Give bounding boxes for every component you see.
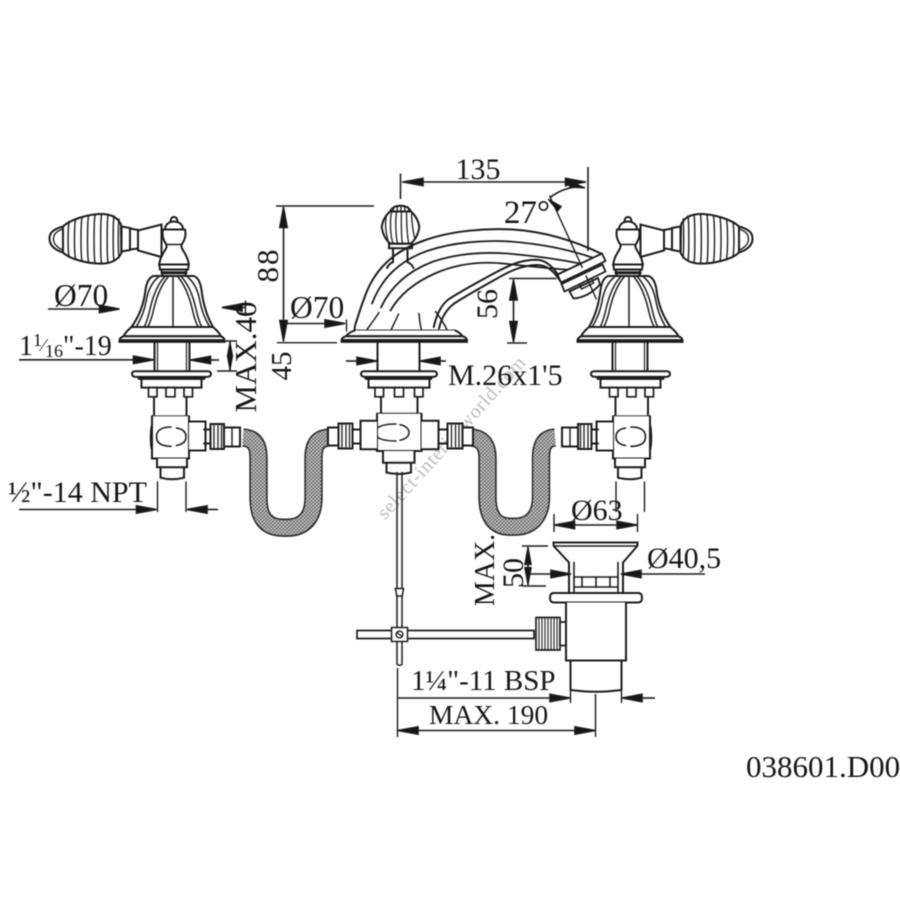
svg-text:038601.D00: 038601.D00 xyxy=(746,749,900,784)
svg-text:50: 50 xyxy=(497,558,530,588)
svg-text:M.26x1'5: M.26x1'5 xyxy=(448,359,563,392)
svg-text:Ø70: Ø70 xyxy=(290,290,344,325)
svg-text:11⁄16"-19: 11⁄16"-19 xyxy=(19,330,112,362)
svg-text:56: 56 xyxy=(471,289,504,319)
svg-text:Ø70: Ø70 xyxy=(54,278,108,313)
svg-text:Ø63: Ø63 xyxy=(571,494,623,527)
svg-text:1¼"-11 BSP: 1¼"-11 BSP xyxy=(411,665,556,697)
svg-text:MAX.40: MAX.40 xyxy=(228,301,263,412)
svg-text:Ø40,5: Ø40,5 xyxy=(647,542,721,575)
svg-text:88: 88 xyxy=(250,248,285,283)
svg-text:½"-14 NPT: ½"-14 NPT xyxy=(8,476,147,509)
svg-text:MAX. 190: MAX. 190 xyxy=(429,699,548,730)
svg-text:MAX.: MAX. xyxy=(470,534,501,606)
svg-text:45: 45 xyxy=(266,352,298,381)
svg-text:27°: 27° xyxy=(504,195,550,231)
svg-text:135: 135 xyxy=(456,153,501,186)
